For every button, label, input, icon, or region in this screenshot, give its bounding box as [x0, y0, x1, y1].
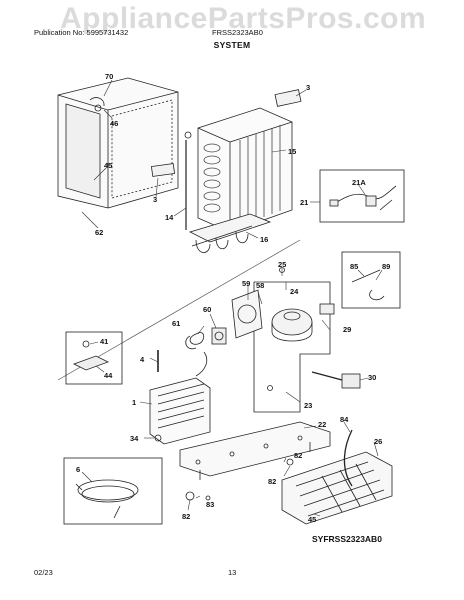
cabinet-liner	[57, 77, 179, 209]
footer-date: 02/23	[34, 568, 53, 577]
condenser	[149, 351, 211, 445]
callout-21: 21	[300, 198, 308, 207]
compressor	[271, 308, 313, 342]
callout-84: 84	[340, 415, 349, 424]
callout-89: 89	[382, 262, 390, 271]
exploded-parts-diagram: 70 46 45 62 3 15 3 14 16 21A 21 25 24 59…	[57, 72, 405, 544]
harness-detail-box	[319, 169, 405, 223]
evaporator-coil	[184, 107, 293, 233]
fan-blade	[185, 332, 205, 350]
callout-30: 30	[368, 373, 376, 382]
foam-block-left	[150, 163, 176, 177]
thermostat	[351, 269, 385, 301]
wiring-harness	[329, 185, 397, 211]
callout-3-top: 3	[306, 83, 310, 92]
screw-23	[267, 385, 273, 391]
screw-82-right	[286, 458, 294, 466]
callout-83: 83	[206, 500, 214, 509]
callout-45-bottom: 45	[308, 515, 316, 524]
drain-pan	[281, 429, 393, 525]
drain-trough	[188, 213, 272, 253]
page-header: AppliancePartsPros.com Publication No: 5…	[0, 0, 464, 64]
callout-1: 1	[132, 398, 136, 407]
callout-26: 26	[374, 437, 382, 446]
callout-14: 14	[165, 213, 174, 222]
callout-23: 23	[304, 401, 312, 410]
callout-22: 22	[318, 420, 326, 429]
bracket-detail-box	[65, 331, 123, 385]
callout-61: 61	[172, 319, 180, 328]
publication-number: Publication No: 5995731432	[34, 28, 129, 37]
grommet-82-left	[185, 491, 195, 501]
callout-41: 41	[100, 337, 108, 346]
callout-29: 29	[343, 325, 351, 334]
power-cord	[75, 479, 139, 519]
page-number: 13	[228, 568, 237, 577]
callout-25: 25	[278, 260, 286, 269]
callout-82-mid: 82	[268, 477, 276, 486]
callout-59: 59	[242, 279, 250, 288]
callout-6: 6	[76, 465, 80, 474]
callout-24: 24	[290, 287, 299, 296]
callout-60: 60	[203, 305, 211, 314]
callout-82-left: 82	[182, 512, 190, 521]
callout-85: 85	[350, 262, 358, 271]
callout-16: 16	[260, 235, 268, 244]
callout-15: 15	[288, 147, 296, 156]
screw-83	[205, 495, 211, 501]
fan-bracket	[231, 289, 263, 339]
base-plate	[179, 421, 331, 480]
compressor-group-box	[253, 281, 331, 413]
thermostat-detail-box	[341, 251, 401, 309]
callout-44: 44	[104, 371, 113, 380]
fan-motor	[211, 327, 227, 345]
power-cord-detail-box	[63, 457, 163, 525]
callout-34: 34	[130, 434, 139, 443]
foam-block-top	[274, 89, 302, 107]
callout-4: 4	[140, 355, 145, 364]
callout-82-right: 82	[294, 451, 302, 460]
callout-70: 70	[105, 72, 113, 81]
screw-34	[154, 434, 162, 442]
callout-62: 62	[95, 228, 103, 237]
start-relay	[319, 303, 335, 315]
callout-45: 45	[104, 161, 112, 170]
watermark: AppliancePartsPros.com	[60, 2, 427, 35]
callout-58: 58	[256, 281, 264, 290]
callout-46: 46	[110, 119, 118, 128]
page-title: SYSTEM	[213, 40, 251, 50]
condenser-tube	[311, 371, 361, 389]
diagram-code: SYFRSS2323AB0	[312, 534, 382, 544]
mounting-bracket	[72, 340, 110, 371]
callout-3-left: 3	[153, 195, 157, 204]
model-number: FRSS2323AB0	[212, 28, 263, 37]
callout-21a: 21A	[352, 178, 366, 187]
